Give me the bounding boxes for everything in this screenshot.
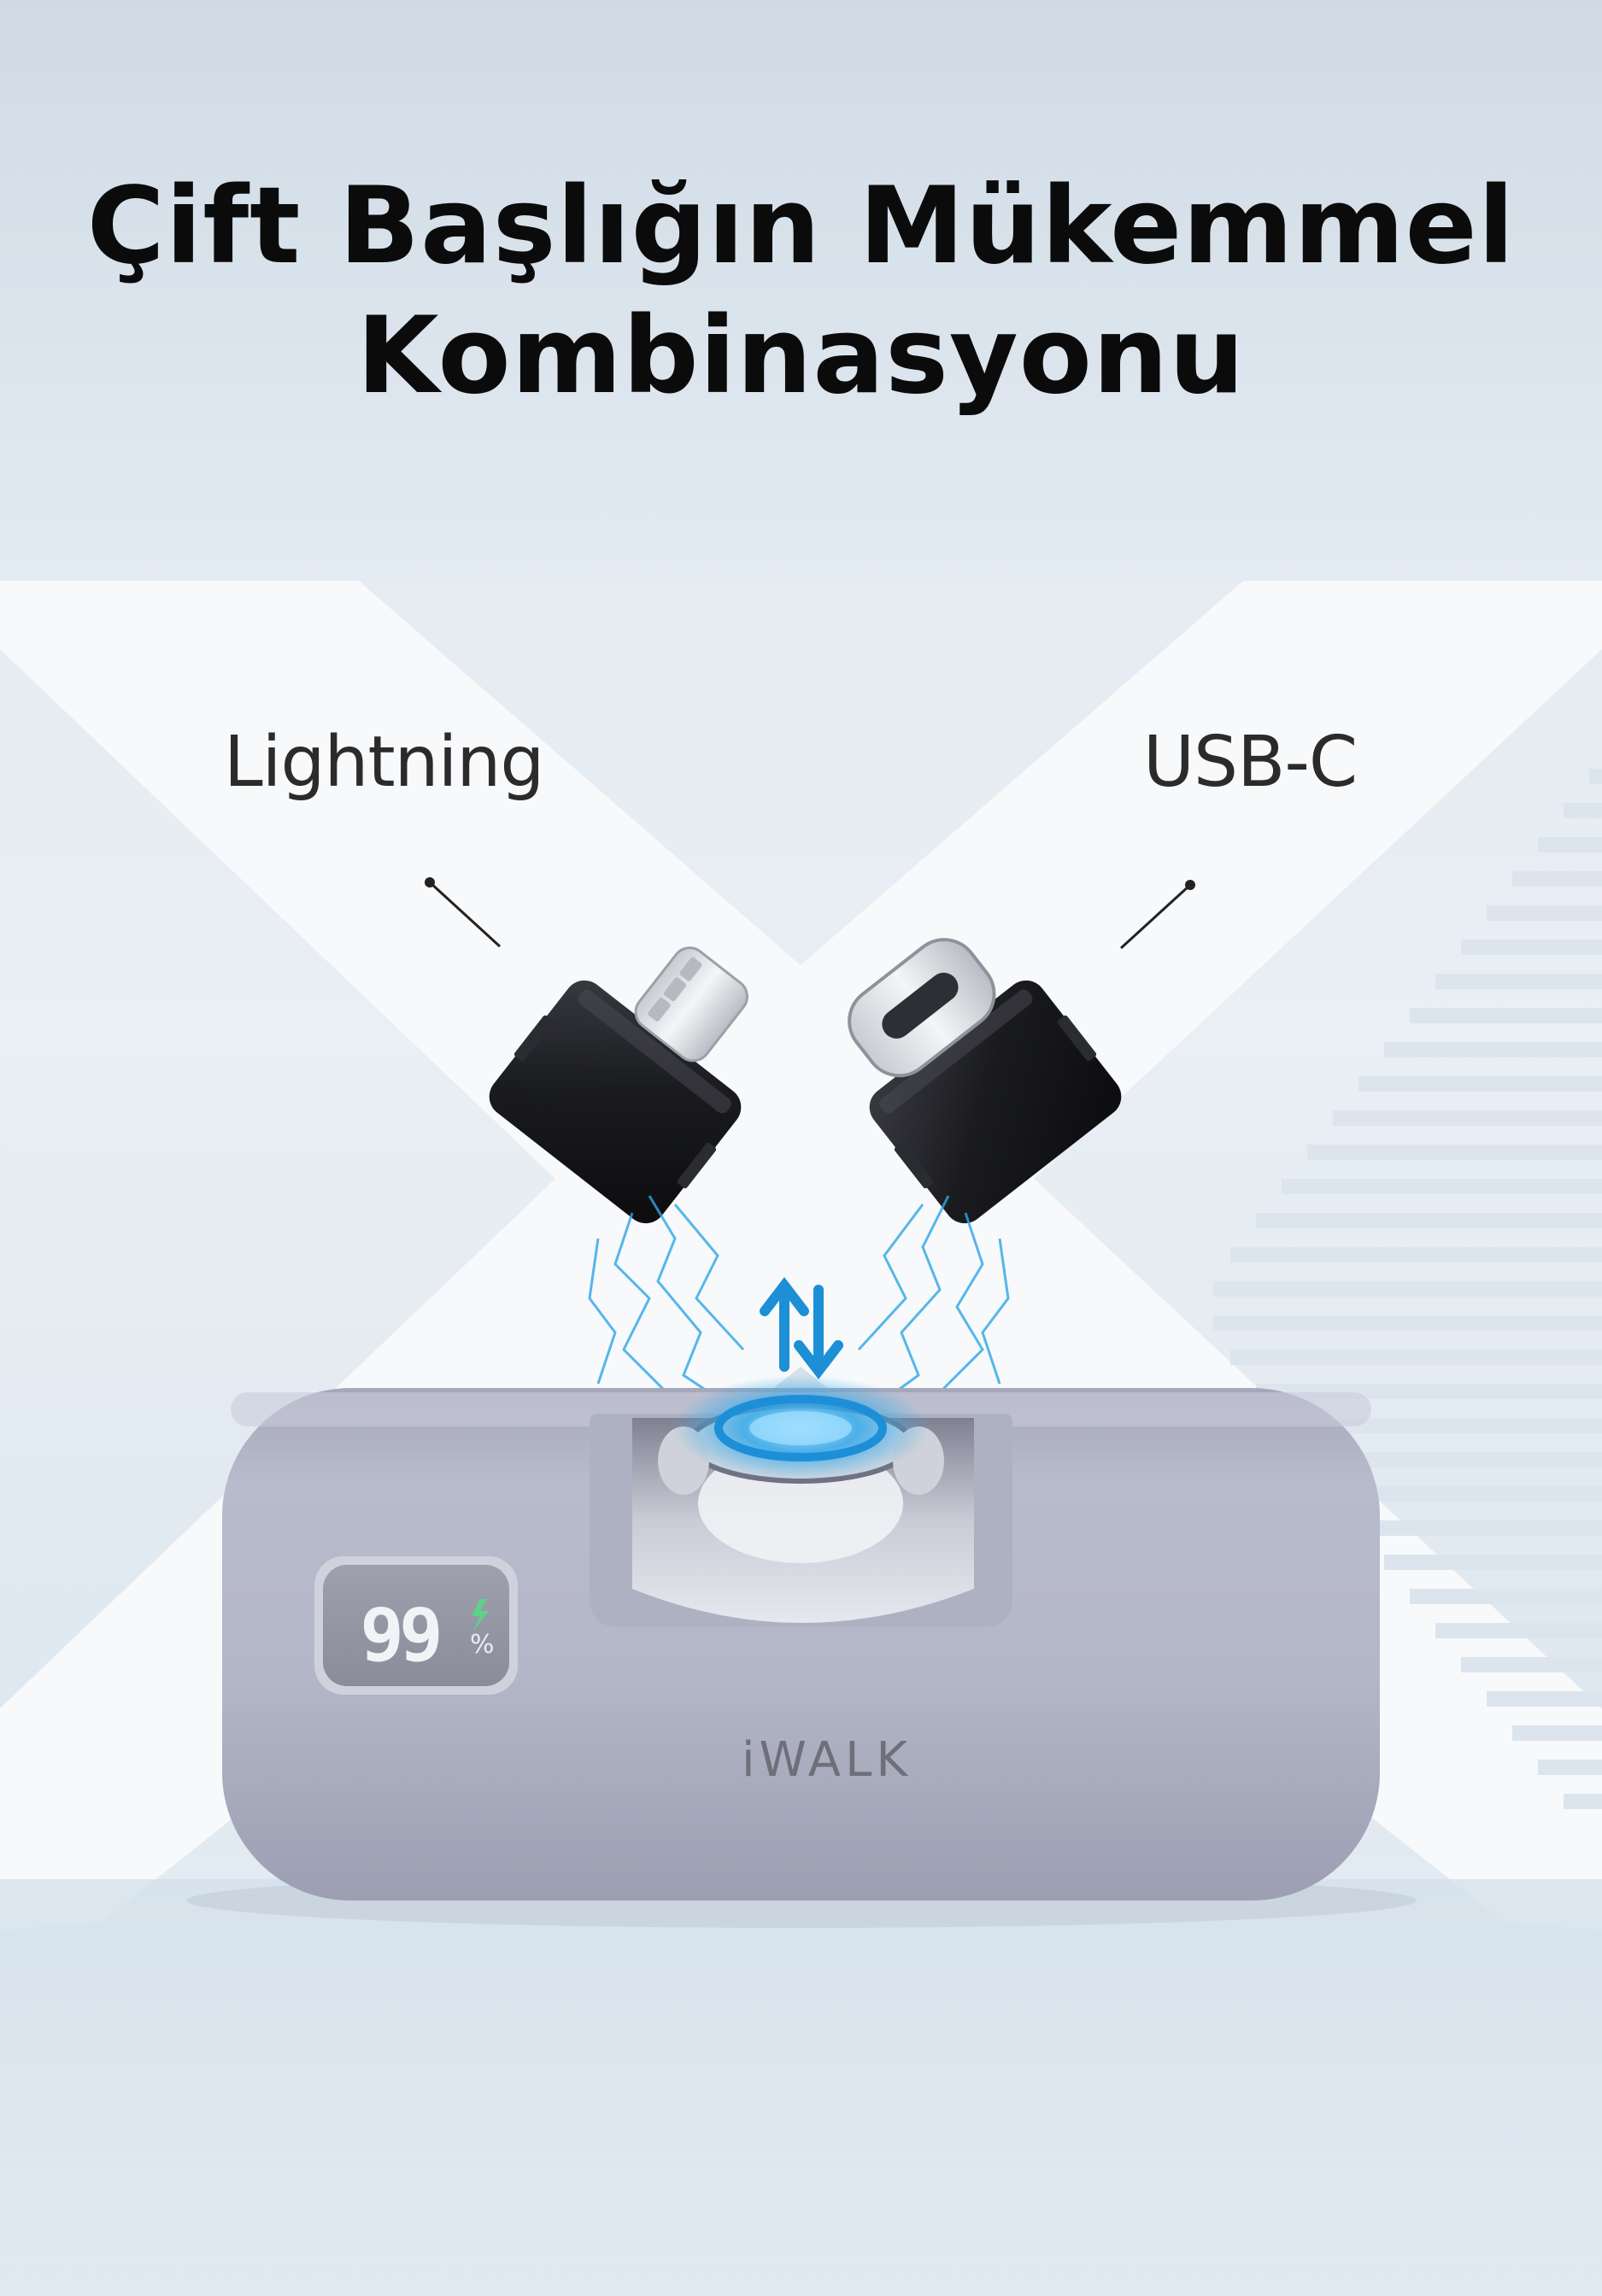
lightning-label: Lightning bbox=[224, 722, 544, 803]
page-title-line-1: Çift Başlığın Mükemmel bbox=[86, 165, 1516, 288]
usbc-pointer bbox=[1119, 880, 1195, 950]
battery-percentage-unit: % bbox=[470, 1630, 495, 1660]
lightning-connector bbox=[489, 946, 748, 1224]
charging-bolt-icon bbox=[472, 1599, 489, 1631]
brand-logo: iWALK bbox=[0, 1732, 1602, 1788]
bidirectional-arrows-icon bbox=[760, 1277, 843, 1379]
power-bank bbox=[186, 1375, 1417, 1928]
usbc-label: USB-C bbox=[1143, 722, 1358, 803]
electric-sparks bbox=[588, 1195, 1010, 1411]
lightning-pointer bbox=[425, 877, 502, 948]
brand-name: iWALK bbox=[741, 1732, 912, 1788]
battery-percentage-value: 99 bbox=[360, 1593, 443, 1678]
usbc-connector bbox=[848, 938, 1122, 1224]
page-title-line-2: Kombinasyonu bbox=[356, 295, 1246, 418]
